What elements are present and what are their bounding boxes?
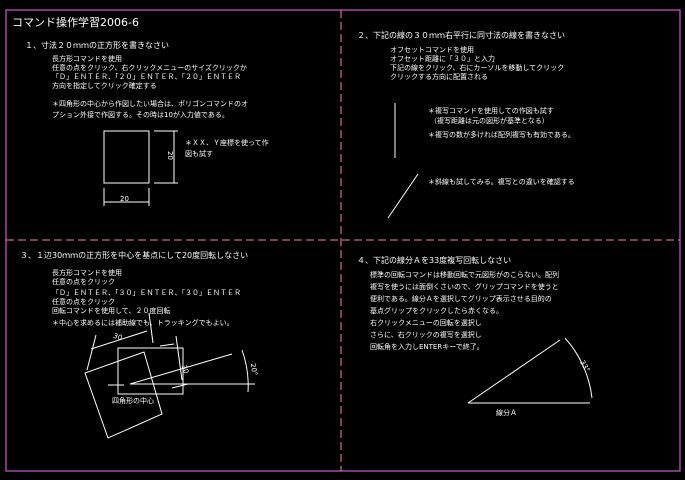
q1-note: 図も試す	[185, 150, 213, 158]
q1-heading: １、寸法２０ｍｍの正方形を書きなさい	[25, 41, 169, 50]
q3-line: 回転コマンドを使用して、２０度回転	[52, 307, 171, 315]
q1-dimension-vertical: 20	[165, 151, 174, 160]
q4-heading: ４、下記の線分Ａを33度複写回転しなさい	[357, 256, 512, 265]
q2-line: オフセット距離に「３０」と入力	[390, 55, 495, 63]
q3-line: 任意の点をクリック	[52, 278, 115, 286]
q2-line: クリックする方向に配置される	[390, 73, 488, 81]
q1-square-figure	[103, 130, 178, 206]
q2-line: オフセットコマンドを使用	[390, 46, 474, 54]
q2-note: ＊斜線も試してみる。複写との違いを確認する	[428, 178, 575, 186]
q3-line: 任意の点をクリック	[52, 298, 115, 306]
q3-heading: ３、１辺30ｍｍの正方形を中心を基点にして20度回転しなさい	[20, 251, 249, 260]
q3-note: ＊中心を求めるには補助線でも、トラッキングでもよい。	[52, 319, 234, 327]
q1-line: 「Ｄ」ＥＮＴＥＲ、「２０」ＥＮＴＥＲ、「２０」ＥＮＴＥＲ	[52, 73, 241, 81]
q3-angle-label: 20°	[248, 362, 259, 377]
q4-line: さらに、右クリックの複写を選択し	[370, 331, 482, 339]
q4-rotation-figure	[467, 337, 593, 404]
q3-rotation-figure	[84, 312, 255, 439]
q2-note: ＊複写の数が多ければ配列複写も有効である。	[428, 131, 575, 139]
q2-note: ＊複写コマンドを使用しての作図も試す	[428, 107, 554, 115]
q1-line: 長方形コマンドを使用	[52, 55, 122, 63]
q1-note: ＊ＸＸ、Ｙ座標を使って作	[185, 139, 269, 147]
q4-line: 右クリックメニューの回転を選択し	[370, 319, 482, 327]
drawing-title: コマンド操作学習2006-6	[12, 16, 139, 29]
q4-line: 便利である。線分Ａを選択してグリップ表示させる目的の	[370, 295, 552, 303]
q1-note: プション外接で作図する。その時は10が入力値である。	[52, 111, 229, 119]
q4-line: 回転角を入力しENTERキーで終了。	[370, 343, 484, 351]
q1-note: ＊四角形の中心から作図したい場合は、ポリゴンコマンドのオ	[52, 100, 248, 108]
q4-line: 標準の回転コマンドは移動回転で元図形がのこらない。配列	[370, 271, 559, 279]
q1-line: 任意の点をクリック、右クリックメニューのサイズクリックか	[52, 64, 247, 72]
q4-line: 複写を使うには面倒くさいので、グリップコマンドを使うと	[370, 283, 559, 291]
q2-diagonal-line	[387, 173, 419, 219]
q1-dimension-horizontal: 20	[120, 195, 129, 203]
q2-heading: ２、下記の線の３０ｍｍ右平行に同寸法の線を書きなさい	[357, 31, 565, 40]
q3-line: 「Ｄ」ＥＮＴＥＲ、「３０」ＥＮＴＥＲ、「３０」ＥＮＴＥＲ	[52, 289, 241, 297]
q3-center-label: 四角形の中心	[112, 397, 154, 405]
q3-line: 長方形コマンドを使用	[52, 269, 122, 277]
q2-line: 下記の線をクリック、右にカーソルを移動してクリック	[390, 64, 565, 72]
q2-note: （複写距離は元の図形が基準となる）	[430, 117, 549, 125]
q1-line: 方向を指定してクリック確定する	[52, 82, 157, 90]
q4-line-label: 線分Ａ	[496, 409, 517, 417]
q4-line: 基点グリップをクリックしたら赤くなる。	[370, 307, 503, 315]
